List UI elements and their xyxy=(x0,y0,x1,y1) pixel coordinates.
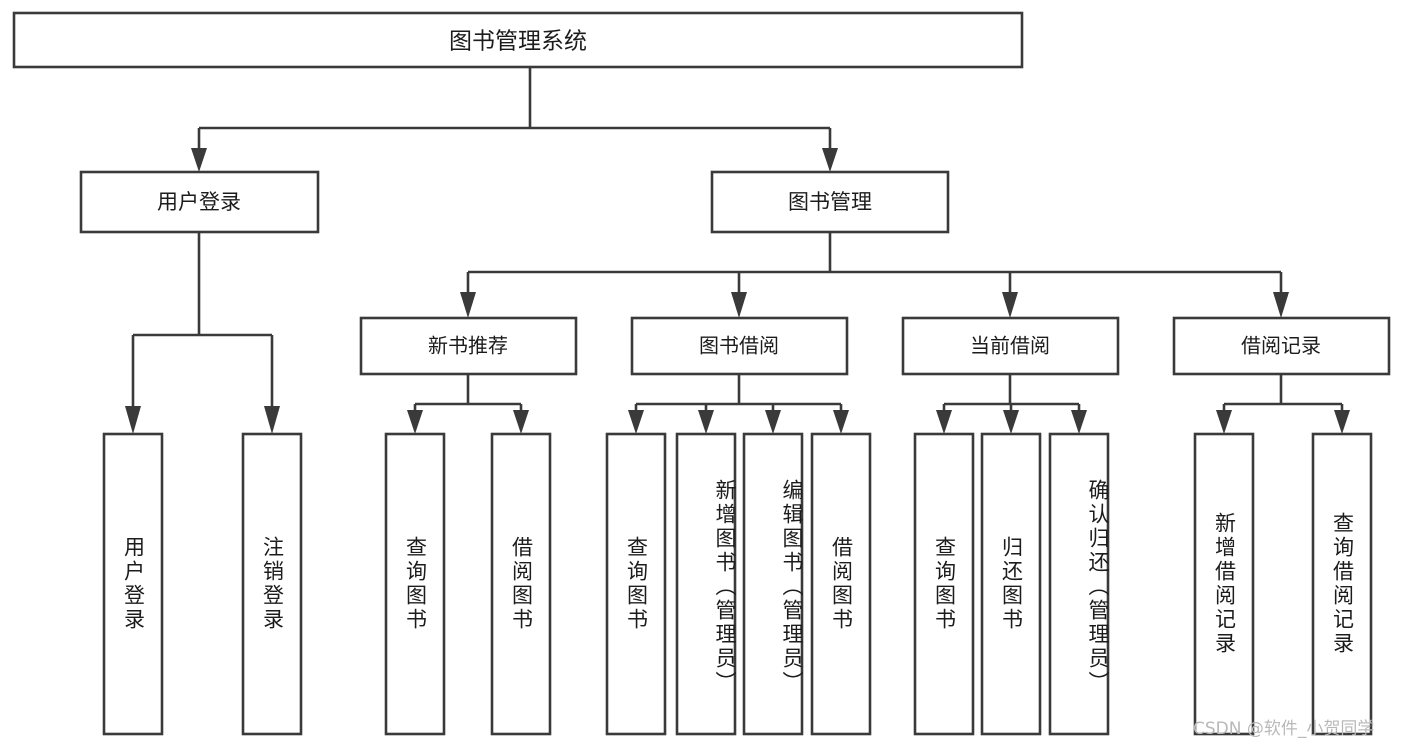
node-book-borrow-label: 图书借阅 xyxy=(699,334,779,358)
connector-layer xyxy=(125,67,1350,434)
node-book-management-label: 图书管理 xyxy=(788,190,872,214)
arrow-head-cb-leaf-3 xyxy=(1071,410,1087,434)
arrow-head-bb-leaf-4 xyxy=(833,410,849,434)
node-leaf-bb-add-book[interactable] xyxy=(675,432,737,736)
arrow-head-bb-leaf-2 xyxy=(698,410,714,434)
arrow-head-book-borrow xyxy=(731,292,747,318)
node-leaf-bb-query-book[interactable] xyxy=(605,432,667,736)
arrow-head-borrow-record xyxy=(1273,292,1289,318)
arrow-head-nb-leaf-2 xyxy=(513,410,529,434)
arrow-head-bb-leaf-3 xyxy=(765,410,781,434)
node-leaf-logout[interactable] xyxy=(241,432,303,736)
node-leaf-nb-query-book[interactable] xyxy=(384,432,446,736)
node-leaf-br-add-record[interactable] xyxy=(1193,432,1255,736)
node-user-login-label: 用户登录 xyxy=(157,190,241,214)
node-leaf-cb-query-book[interactable] xyxy=(913,432,975,736)
arrow-head-br-leaf-1 xyxy=(1216,410,1232,434)
node-leaf-user-login[interactable] xyxy=(102,432,164,736)
node-leaf-br-query-record[interactable] xyxy=(1311,432,1373,736)
arrow-head-new-book xyxy=(460,292,476,318)
node-root[interactable] xyxy=(12,11,1024,69)
node-book-borrow[interactable] xyxy=(630,316,849,376)
node-borrow-record-label: 借阅记录 xyxy=(1241,334,1321,358)
node-new-book-recommend[interactable] xyxy=(359,316,578,376)
arrow-head-cb-leaf-1 xyxy=(936,410,952,434)
arrow-head-book-mgmt xyxy=(822,148,838,172)
node-borrow-record[interactable] xyxy=(1172,316,1391,376)
node-current-borrow[interactable] xyxy=(901,316,1120,376)
node-leaf-nb-borrow-book[interactable] xyxy=(490,432,552,736)
node-user-login[interactable] xyxy=(79,170,320,234)
arrow-head-user-login xyxy=(191,148,207,172)
node-current-borrow-label: 当前借阅 xyxy=(970,334,1050,358)
arrow-head-br-leaf-2 xyxy=(1334,410,1350,434)
node-book-management[interactable] xyxy=(710,170,950,234)
node-leaf-cb-return-book[interactable] xyxy=(980,432,1042,736)
node-new-book-recommend-label: 新书推荐 xyxy=(428,334,508,358)
node-leaf-bb-edit-book[interactable] xyxy=(742,432,804,736)
arrow-head-leaf-user-login xyxy=(125,406,141,434)
arrow-head-leaf-logout xyxy=(264,406,280,434)
node-layer: 图书管理系统 用户登录 图书管理 新书推荐 图书借阅 当前借阅 借阅记录 xyxy=(12,11,1391,736)
node-root-label: 图书管理系统 xyxy=(449,29,587,55)
arrow-head-cb-leaf-2 xyxy=(1003,410,1019,434)
arrow-head-current-borrow xyxy=(1002,292,1018,318)
node-leaf-bb-borrow-book[interactable] xyxy=(810,432,872,736)
arrow-head-nb-leaf-1 xyxy=(407,410,423,434)
node-leaf-cb-confirm-return[interactable] xyxy=(1048,432,1110,736)
arrow-head-bb-leaf-1 xyxy=(628,410,644,434)
